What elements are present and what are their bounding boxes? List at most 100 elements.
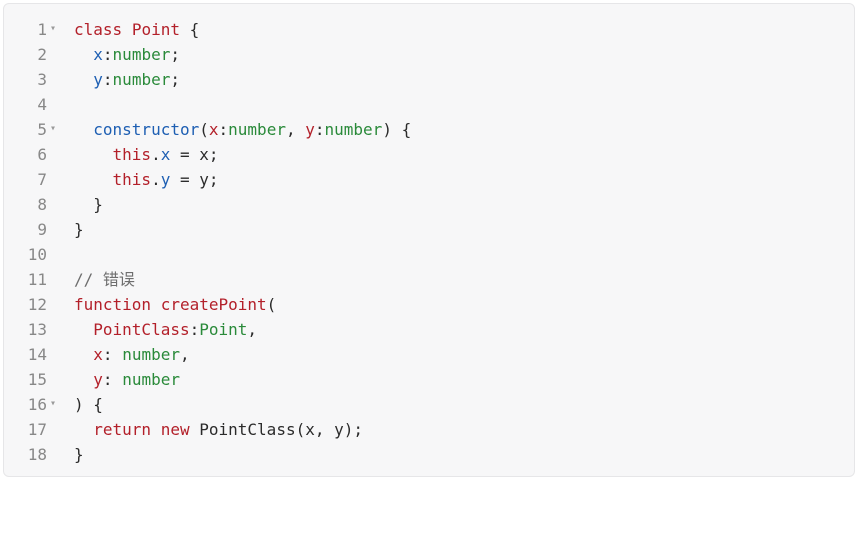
line-number: 7	[37, 170, 47, 189]
expression: PointClass(x, y);	[199, 420, 364, 439]
code-text: class Point {	[74, 17, 199, 42]
rhs: y;	[199, 170, 219, 189]
keyword: function	[74, 295, 152, 314]
code-text: ) {	[74, 392, 103, 417]
line-gutter: 16 ▾	[4, 392, 60, 417]
line-gutter: 8	[4, 192, 60, 217]
line-number: 17	[27, 420, 47, 439]
line-number: 14	[27, 345, 47, 364]
line-number: 2	[37, 45, 47, 64]
param-name: PointClass	[93, 320, 190, 339]
semicolon: ;	[170, 45, 180, 64]
code-line: 18 }	[4, 442, 854, 467]
code-text: x:number;	[74, 42, 180, 67]
paren: (	[199, 120, 209, 139]
this-keyword: this	[112, 145, 152, 164]
code-line: 3 y:number;	[4, 67, 854, 92]
type-name: number	[324, 120, 383, 139]
fold-toggle-icon[interactable]: ▾	[50, 23, 57, 34]
code-line: 11 // 错误	[4, 267, 854, 292]
line-gutter: 18	[4, 442, 60, 467]
param-name: y	[93, 370, 103, 389]
code-text: function createPoint(	[74, 292, 276, 317]
brace: }	[74, 445, 84, 464]
assign: =	[170, 145, 200, 164]
type-name: number	[122, 345, 180, 364]
code-block[interactable]: 1 ▾ class Point { 2 x:number; 3 y:number…	[3, 3, 855, 477]
line-gutter: 9	[4, 217, 60, 242]
rhs: x;	[199, 145, 219, 164]
line-gutter: 17	[4, 417, 60, 442]
field-name: x	[93, 45, 103, 64]
code-text: return new PointClass(x, y);	[74, 417, 363, 442]
dot: .	[151, 170, 161, 189]
this-keyword: this	[112, 170, 152, 189]
brace: {	[189, 20, 200, 39]
code-line: 14 x: number,	[4, 342, 854, 367]
line-number: 1	[37, 20, 47, 39]
line-gutter: 12	[4, 292, 60, 317]
code-text: y: number	[74, 367, 180, 392]
line-number: 18	[27, 445, 47, 464]
comma: ,	[179, 345, 190, 364]
line-gutter: 11	[4, 267, 60, 292]
param-name: y	[305, 120, 315, 139]
property-name: y	[160, 170, 171, 189]
colon: :	[218, 120, 229, 139]
code-line: 2 x:number;	[4, 42, 854, 67]
keyword: class	[74, 20, 123, 39]
line-gutter: 13	[4, 317, 60, 342]
line-gutter: 7	[4, 167, 60, 192]
line-number: 9	[37, 220, 47, 239]
line-gutter: 1 ▾	[4, 17, 60, 42]
line-gutter: 3	[4, 67, 60, 92]
line-gutter: 15	[4, 367, 60, 392]
paren-brace: ) {	[74, 395, 103, 414]
line-number: 12	[27, 295, 47, 314]
line-number: 11	[27, 270, 47, 289]
semicolon: ;	[170, 70, 180, 89]
code-text: y:number;	[74, 67, 180, 92]
line-gutter: 2	[4, 42, 60, 67]
line-number: 5	[37, 120, 47, 139]
line-gutter: 6	[4, 142, 60, 167]
line-number: 16	[27, 395, 47, 414]
brace: }	[93, 195, 103, 214]
code-text: this.y = y;	[74, 167, 219, 192]
code-text: }	[74, 192, 103, 217]
line-number: 6	[37, 145, 47, 164]
line-number: 10	[27, 245, 47, 264]
code-line: 7 this.y = y;	[4, 167, 854, 192]
class-name: Point	[131, 20, 180, 39]
code-line: 9 }	[4, 217, 854, 242]
code-text: // 错误	[74, 267, 135, 292]
type-name: number	[228, 120, 286, 139]
code-text: PointClass:Point,	[74, 317, 257, 342]
code-line: 6 this.x = x;	[4, 142, 854, 167]
param-name: x	[93, 345, 103, 364]
code-text: }	[74, 217, 84, 242]
dot: .	[151, 145, 161, 164]
line-number: 15	[27, 370, 47, 389]
code-line: 8 }	[4, 192, 854, 217]
brace: }	[74, 220, 84, 239]
field-name: y	[93, 70, 103, 89]
type-name: number	[112, 45, 171, 64]
code-line: 5 ▾ constructor(x:number, y:number) {	[4, 117, 854, 142]
line-gutter: 14	[4, 342, 60, 367]
constructor-keyword: constructor	[93, 120, 200, 139]
line-number: 13	[27, 320, 47, 339]
code-line: 1 ▾ class Point {	[4, 17, 854, 42]
code-text: constructor(x:number, y:number) {	[74, 117, 411, 142]
type-name: Point	[199, 320, 248, 339]
code-line: 12 function createPoint(	[4, 292, 854, 317]
property-name: x	[160, 145, 171, 164]
fold-toggle-icon[interactable]: ▾	[50, 398, 57, 409]
colon: :	[314, 120, 325, 139]
code-line: 13 PointClass:Point,	[4, 317, 854, 342]
fold-toggle-icon[interactable]: ▾	[50, 123, 57, 134]
assign: =	[170, 170, 200, 189]
code-text: }	[74, 442, 84, 467]
colon: :	[102, 345, 113, 364]
type-name: number	[122, 370, 180, 389]
